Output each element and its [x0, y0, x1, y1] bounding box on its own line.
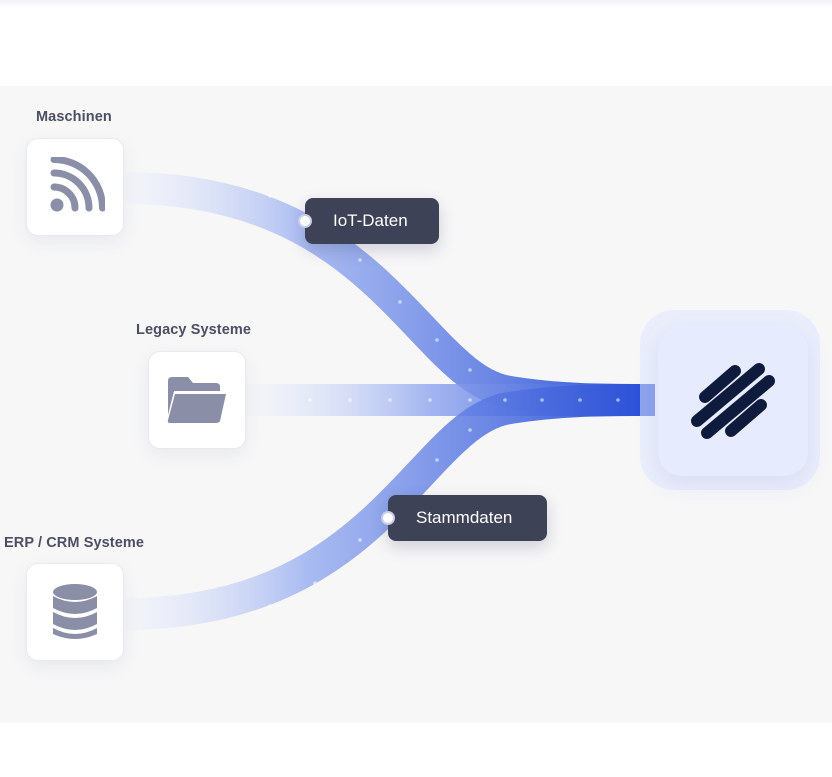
- source-card-legacy[interactable]: [148, 351, 246, 449]
- source-label-erp: ERP / CRM Systeme: [4, 535, 145, 551]
- folder-icon: [167, 377, 226, 423]
- tag-stammdaten: Stammdaten: [381, 495, 547, 541]
- connector-dot: [381, 511, 395, 525]
- hub-card[interactable]: [658, 326, 808, 476]
- tag-iot-label: IoT-Daten: [333, 211, 408, 230]
- database-icon: [53, 584, 97, 639]
- connector-dot: [298, 214, 312, 228]
- tag-stammdaten-label: Stammdaten: [416, 508, 513, 527]
- top-divider: [0, 0, 832, 8]
- wifi-signal-icon: [50, 157, 105, 212]
- source-label-legacy: Legacy Systeme: [136, 322, 252, 338]
- brand-logo-icon: [691, 363, 775, 439]
- source-card-erp[interactable]: [26, 563, 124, 661]
- source-label-maschinen: Maschinen: [36, 109, 112, 125]
- source-card-maschinen[interactable]: [26, 138, 124, 236]
- tag-iot-daten: IoT-Daten: [298, 198, 439, 244]
- flow-path-erp: [124, 384, 656, 630]
